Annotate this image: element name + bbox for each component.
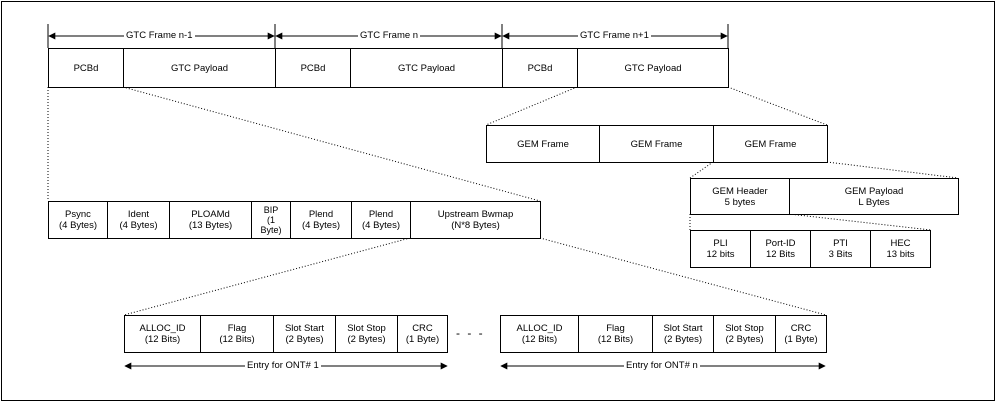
pcbd-field: PLOAMd (13 Bytes) (169, 201, 252, 239)
bwmap-entry-field: Flag (12 Bits) (200, 315, 274, 353)
bwmap-entry-field: CRC (1 Byte) (775, 315, 827, 353)
gem-header-block: GEM Header 5 bytes (690, 178, 790, 215)
bwmap-entry-field: Slot Stop (2 Bytes) (713, 315, 776, 353)
gtc-payload-block: GTC Payload (577, 48, 729, 88)
gem-header-field: PTI 3 Bits (810, 230, 871, 268)
expand-line (122, 86, 541, 202)
pcbd-field: Plend (4 Bytes) (351, 201, 411, 239)
gem-header-field: HEC 13 bits (870, 230, 931, 268)
pcbd-block: PCBd (502, 48, 578, 88)
bwmap-entry-field: Slot Start (2 Bytes) (273, 315, 336, 353)
expand-line (485, 86, 578, 126)
pcbd-block: PCBd (275, 48, 351, 88)
gtc-payload-block: GTC Payload (350, 48, 503, 88)
gem-frame-block: GEM Frame (486, 125, 600, 163)
bwmap-entry-field: Slot Stop (2 Bytes) (335, 315, 398, 353)
expand-line (689, 161, 714, 179)
entry-ellipsis: - - - (456, 326, 485, 340)
expand-line (788, 213, 932, 231)
bwmap-entry-field: ALLOC_ID (12 Bits) (500, 315, 579, 353)
pcbd-field: Plend (4 Bytes) (290, 201, 352, 239)
expand-line (826, 161, 959, 179)
bwmap-entry-field: Slot Start (2 Bytes) (652, 315, 714, 353)
pcbd-field: BIP (1 Byte) (251, 201, 291, 239)
gem-header-field: PLI 12 bits (690, 230, 751, 268)
bwmap-entry-field: ALLOC_ID (12 Bits) (124, 315, 201, 353)
pcbd-field: Psync (4 Bytes) (48, 201, 108, 239)
expand-line (727, 86, 828, 126)
pcbd-field: Upstream Bwmap (N*8 Bytes) (410, 201, 541, 239)
gtc-frame-label: GTC Frame n-1 (124, 30, 195, 41)
gtc-frame-label: GTC Frame n+1 (578, 30, 651, 41)
expand-line (123, 237, 411, 316)
pcbd-block: PCBd (48, 48, 124, 88)
bwmap-entry-field: Flag (12 Bits) (578, 315, 653, 353)
pcbd-field: Ident (4 Bytes) (107, 201, 170, 239)
gem-header-field: Port-ID 12 Bits (750, 230, 811, 268)
bwmap-entry-field: CRC (1 Byte) (397, 315, 448, 353)
gem-frame-block: GEM Frame (713, 125, 828, 163)
gtc-frame-label: GTC Frame n (358, 30, 421, 41)
entry-label: Entry for ONT# n (624, 360, 700, 371)
gem-payload-block: GEM Payload L Bytes (789, 178, 959, 215)
gem-frame-block: GEM Frame (599, 125, 714, 163)
gtc-payload-block: GTC Payload (123, 48, 276, 88)
expand-line (539, 237, 827, 316)
entry-label: Entry for ONT# 1 (245, 360, 321, 371)
